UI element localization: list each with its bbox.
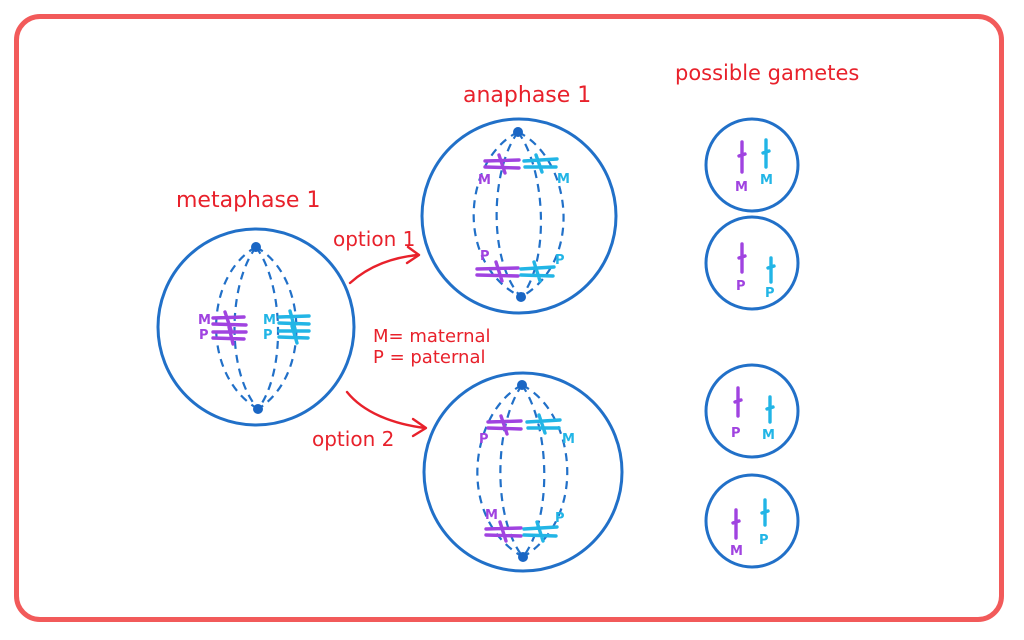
metaphase-cell: M P M P xyxy=(156,227,356,427)
possible-gametes-title: possible gametes xyxy=(675,61,859,85)
spindle-pole xyxy=(513,127,523,137)
gamete-right-letter: M xyxy=(762,428,775,443)
maternal-chromosome xyxy=(525,413,562,435)
paternal-chromosome xyxy=(522,520,559,543)
spindle-pole xyxy=(517,380,527,390)
gamete-4: M P xyxy=(704,473,800,569)
chromosome-pair-left xyxy=(211,310,248,346)
maternal-letter: M xyxy=(562,432,575,447)
maternal-letter: M xyxy=(263,313,276,328)
spindle-pole xyxy=(516,292,526,302)
spindle-pole xyxy=(251,242,261,252)
chromosome-pair-right xyxy=(277,309,311,345)
gamete-left-letter: M xyxy=(735,180,748,195)
paternal-chromosome xyxy=(486,414,523,436)
gamete-right-letter: P xyxy=(759,533,769,548)
paternal-letter: P xyxy=(555,253,565,268)
option-1-label: option 1 xyxy=(333,227,415,251)
maternal-chromosome xyxy=(484,520,523,543)
gamete-1: M M xyxy=(704,117,800,213)
diagram-frame xyxy=(14,14,1004,622)
anaphase-title: anaphase 1 xyxy=(463,83,591,108)
key-maternal: M= maternal xyxy=(373,326,491,347)
maternal-letter: M xyxy=(557,172,570,187)
maternal-letter: M xyxy=(485,508,498,523)
gamete-3: P M xyxy=(704,363,800,459)
gamete-right-letter: P xyxy=(765,286,775,301)
maternal-chromosome xyxy=(483,153,521,175)
maternal-letter: M xyxy=(478,173,491,188)
spindle-pole xyxy=(518,552,528,562)
paternal-letter: P xyxy=(199,328,209,343)
gamete-left-letter: P xyxy=(736,279,746,294)
maternal-letter: M xyxy=(198,313,211,328)
paternal-letter: P xyxy=(263,328,273,343)
gamete-left-letter: P xyxy=(731,426,741,441)
anaphase-cell-option-1: M M P P xyxy=(420,117,618,315)
paternal-letter: P xyxy=(555,511,565,526)
option-2-label: option 2 xyxy=(312,427,394,451)
metaphase-title: metaphase 1 xyxy=(176,188,320,213)
paternal-chromosome xyxy=(522,153,559,174)
gamete-right-letter: M xyxy=(760,173,773,188)
spindle-pole xyxy=(253,404,263,414)
option-2-arrow xyxy=(345,390,428,438)
paternal-chromosome xyxy=(519,260,556,283)
gamete-2: P P xyxy=(704,215,800,311)
paternal-letter: P xyxy=(479,432,489,447)
key-paternal: P = paternal xyxy=(373,347,486,368)
maternal-chromosome xyxy=(475,260,520,283)
anaphase-cell-option-2: P M M P xyxy=(422,371,624,573)
paternal-letter: P xyxy=(480,249,490,264)
gamete-left-letter: M xyxy=(730,544,743,559)
option-1-arrow xyxy=(348,245,421,285)
